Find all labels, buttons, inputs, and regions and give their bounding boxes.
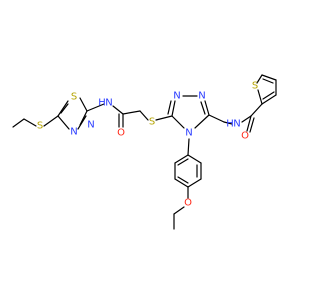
bond (174, 154, 189, 164)
bond (139, 110, 149, 121)
bond (194, 114, 210, 129)
sulfur-atom-thioether: S (37, 121, 43, 132)
bond (257, 89, 263, 105)
bond (204, 100, 210, 116)
bond (57, 115, 70, 130)
nitrogen-atom-triazole-2: N (198, 91, 205, 102)
bond (77, 115, 87, 130)
bond (208, 114, 225, 123)
bond (112, 105, 124, 115)
bond (177, 158, 189, 166)
bond (249, 117, 255, 133)
bond (261, 94, 277, 105)
bond (250, 103, 263, 117)
nitrogen-atom-thiadiazole-2: N (87, 120, 94, 131)
bond (171, 115, 185, 129)
bond (187, 178, 202, 188)
oxygen-atom-carbonyl-1: O (117, 128, 125, 139)
bond (167, 100, 172, 115)
bond (79, 110, 88, 126)
bond (79, 97, 88, 112)
bond (60, 103, 69, 114)
bond (12, 118, 25, 128)
bond (171, 100, 176, 117)
molecule-diagram: S N N S N H O S N N N N H O S O (12, 74, 277, 230)
bond (223, 121, 233, 125)
hydrogen-atom-amide-1: H (98, 98, 106, 109)
bond (241, 115, 252, 123)
nitrogen-atom-amide-1: N (105, 98, 112, 109)
nitrogen-atom-amide-2: N (233, 119, 240, 130)
bond (43, 115, 59, 127)
bond (23, 118, 37, 127)
nitrogen-atom-triazole-4: N (185, 128, 192, 139)
bond (256, 74, 263, 84)
oxygen-atom-carbonyl-2: O (241, 131, 249, 142)
bond (261, 74, 277, 81)
bond (262, 91, 275, 100)
bonds (12, 74, 277, 230)
nitrogen-atom-thiadiazole-1: N (70, 127, 77, 138)
atom-labels: S N N S N H O S N N N N H O S O (37, 81, 258, 209)
nitrogen-atom-triazole-1: N (173, 91, 180, 102)
bond (57, 100, 69, 117)
bond (86, 103, 105, 112)
bond (187, 154, 202, 164)
bond (262, 78, 274, 84)
bond (122, 110, 141, 115)
hydrogen-atom-amide-2: H (226, 119, 234, 130)
bond (174, 178, 189, 188)
bond (187, 138, 190, 156)
bond (155, 115, 173, 121)
bond (177, 176, 189, 184)
sulfur-atom-thiadiazole: S (71, 92, 77, 103)
oxygen-atom-ethoxy: O (184, 198, 192, 209)
sulfur-atom-thiophene: S (252, 81, 258, 92)
sulfur-atom-linker: S (149, 117, 155, 128)
bond (246, 115, 252, 132)
bond (200, 101, 206, 115)
structure-svg: S N N S N H O S N N N N H O S O (12, 74, 277, 230)
bond (173, 206, 185, 215)
